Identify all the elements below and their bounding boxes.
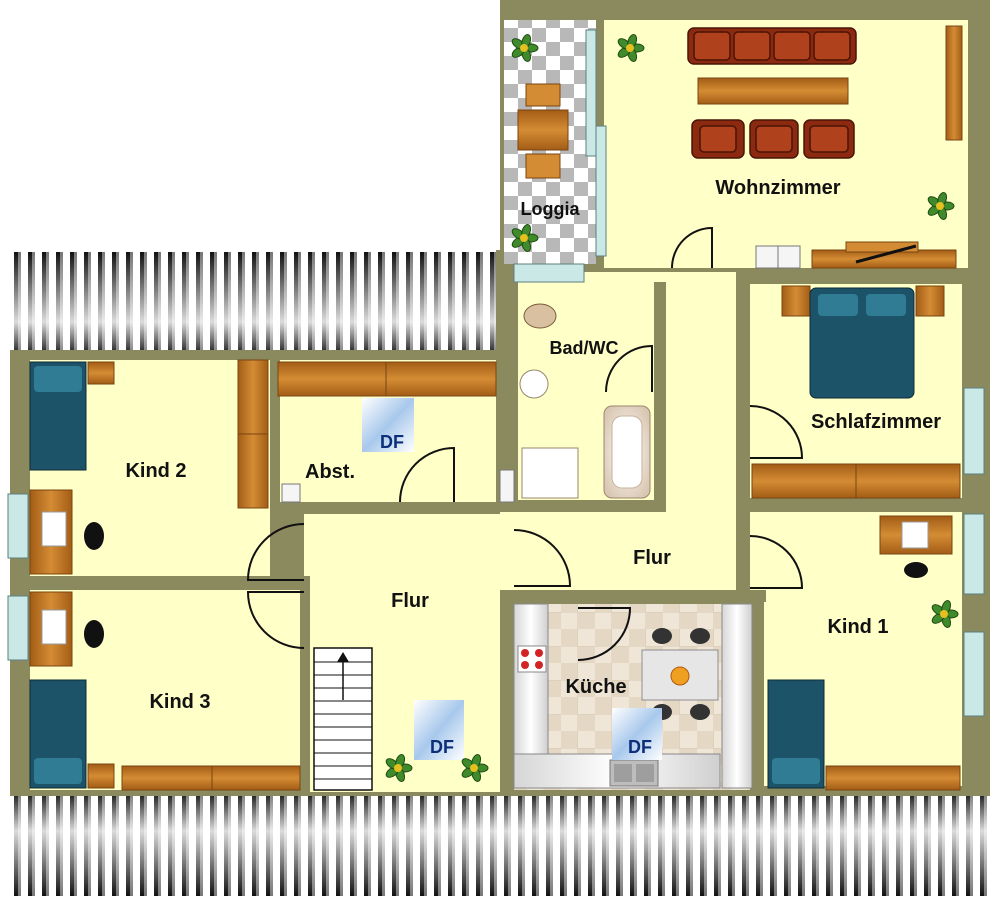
flur-right-lower [500, 500, 762, 590]
label-schlafzimmer: Schlafzimmer [811, 411, 941, 433]
kind2-furniture [29, 359, 515, 575]
label-skylight-abst: DF [380, 432, 404, 452]
door-wohnzimmer [671, 226, 713, 269]
plants [385, 34, 959, 782]
plant-icon [511, 34, 539, 62]
kind1-furniture [767, 515, 961, 791]
door-flur-right [513, 529, 572, 587]
label-flur-left: Flur [391, 590, 429, 612]
door-bad [605, 344, 653, 393]
shelf-kind3 [121, 765, 301, 791]
skylight-flur [414, 700, 464, 760]
room-labels: Wohnzimmer Loggia Bad/WC Schlafzimmer Ki… [125, 177, 941, 757]
interior-walls [10, 18, 966, 792]
shelf-abst [277, 361, 497, 397]
plant-icon [927, 192, 955, 220]
coffee-table [697, 77, 849, 105]
label-kind1: Kind 1 [827, 616, 888, 638]
wohnzimmer-furniture [687, 25, 963, 269]
plant-icon [511, 224, 539, 252]
sideboard [811, 249, 957, 269]
sink [519, 369, 549, 399]
loggia-table [517, 109, 569, 151]
kind3-furniture [29, 591, 301, 791]
doors [246, 226, 804, 661]
label-skylight-flur: DF [430, 737, 454, 757]
label-skylight-kueche: DF [628, 737, 652, 757]
armchairs [691, 119, 855, 159]
plant-icon [385, 754, 413, 782]
label-kind3: Kind 3 [149, 691, 210, 713]
shower [521, 447, 579, 499]
label-abst: Abst. [305, 461, 355, 483]
stove [517, 645, 547, 673]
label-kueche: Küche [565, 676, 626, 698]
label-kind2: Kind 2 [125, 460, 186, 482]
label-wohnzimmer: Wohnzimmer [715, 177, 840, 199]
door-kueche [577, 607, 632, 661]
plant-icon [931, 600, 959, 628]
bookshelf [945, 25, 963, 141]
schlafzimmer-furniture [751, 285, 961, 499]
plant-icon [461, 754, 489, 782]
roof-slope-bottom [10, 796, 990, 896]
label-loggia: Loggia [521, 199, 581, 219]
bathroom-fixtures [519, 303, 651, 499]
label-flur-right: Flur [633, 547, 671, 569]
toilet [523, 303, 557, 329]
door-kind2 [246, 523, 305, 581]
skylight-kueche [612, 708, 662, 760]
loggia-furniture [517, 83, 569, 179]
windows [7, 29, 985, 717]
door-schlafzimmer [749, 405, 804, 459]
door-abst [399, 446, 455, 503]
roof-slope-top [10, 252, 500, 352]
skylight-abst [362, 398, 414, 452]
kitchen-fixtures [513, 603, 753, 789]
plant-icon [617, 34, 645, 62]
counter-right [721, 603, 753, 789]
label-bad: Bad/WC [550, 338, 619, 358]
sofa-top [687, 27, 857, 65]
door-kind3 [246, 591, 305, 649]
staircase [313, 647, 373, 791]
door-kind1 [749, 535, 804, 589]
